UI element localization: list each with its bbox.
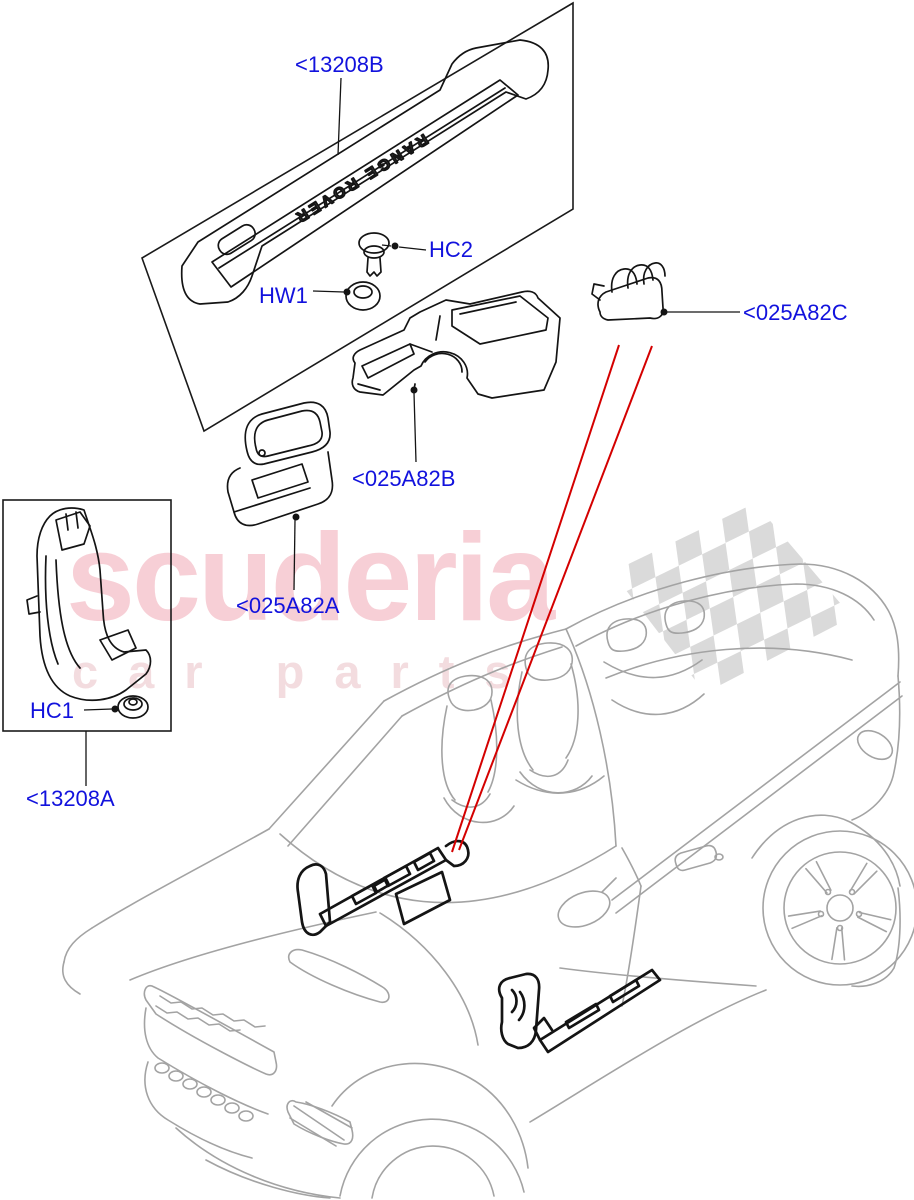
sill-tread-plate-part: RANGE ROVER xyxy=(180,39,550,305)
sill-plate-highlight xyxy=(497,968,662,1054)
grommet-hw1 xyxy=(345,281,381,311)
part-label-hw1[interactable]: HW1 xyxy=(259,283,308,308)
car-illustration xyxy=(62,563,914,1199)
cowl-trim-highlight xyxy=(296,839,470,937)
brand-watermark: scuderia car parts xyxy=(66,509,559,698)
part-label-025A82B[interactable]: <025A82B xyxy=(352,466,456,491)
part-025a82b xyxy=(351,290,561,399)
leader-lines xyxy=(83,77,740,786)
part-025a82c xyxy=(591,262,666,321)
plate-logo-text: RANGE ROVER xyxy=(290,130,431,227)
checkered-flag-watermark xyxy=(612,503,852,693)
tagline-watermark-text: car parts xyxy=(72,645,541,698)
brand-watermark-text: scuderia xyxy=(66,509,556,647)
clip-hc2 xyxy=(358,232,390,277)
part-label-025A82C[interactable]: <025A82C xyxy=(743,300,848,325)
top-panel-box xyxy=(141,1,574,433)
part-label-hc1[interactable]: HC1 xyxy=(30,698,75,723)
part-label-hc2[interactable]: HC2 xyxy=(429,237,474,262)
clip-hc1 xyxy=(117,695,149,719)
red-leader-lines xyxy=(451,344,653,853)
pillar-trim-box xyxy=(2,499,172,732)
part-025a82a xyxy=(226,401,334,527)
part-label-13208B[interactable]: <13208B xyxy=(295,52,384,77)
part-label-025A82A[interactable]: <025A82A xyxy=(236,593,340,618)
part-label-13208A[interactable]: <13208A xyxy=(26,786,115,811)
pillar-trim-part xyxy=(26,507,152,702)
